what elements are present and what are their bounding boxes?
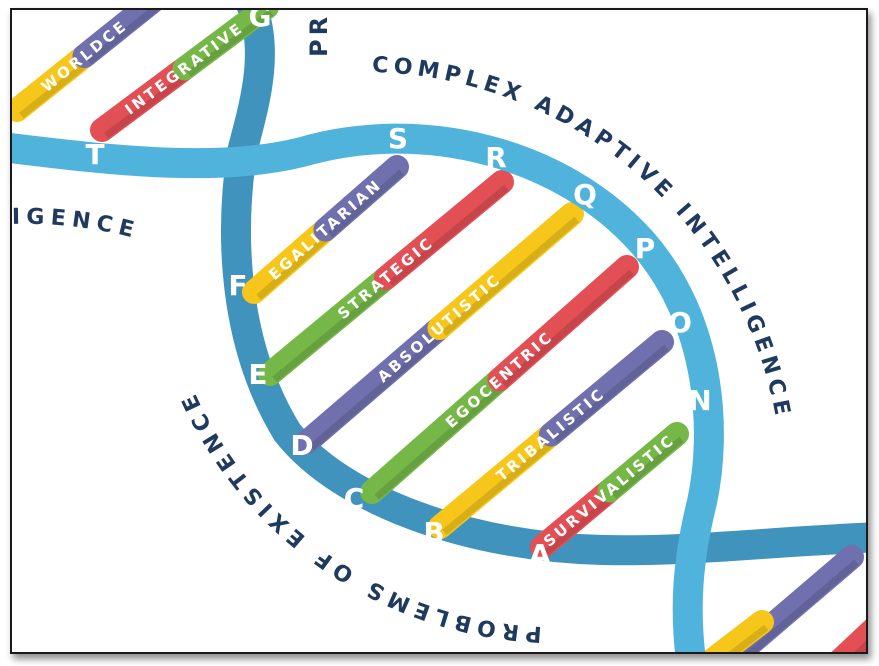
strand-letter-f: F xyxy=(228,269,247,302)
dna-helix-diagram: SURVIVALISTICTRIBALISTICEGOCENTRICABSOLU… xyxy=(12,8,866,652)
strand-letter-e: E xyxy=(248,358,267,391)
rung-segment-yellow xyxy=(428,422,563,539)
strand-letter-c: C xyxy=(344,482,365,515)
strand-letter-p: P xyxy=(635,232,656,265)
igence-fragment-label: IGENCE xyxy=(12,205,142,245)
rung-shade xyxy=(186,10,274,77)
rung-segment-yellow xyxy=(12,44,97,122)
rung-shade xyxy=(441,216,579,336)
rung-segment-purple xyxy=(539,330,674,447)
rung-segment-red xyxy=(90,56,197,142)
rung-shade xyxy=(327,169,404,238)
rung-shade xyxy=(309,330,447,450)
rung-segment-red xyxy=(831,619,866,652)
rung-label: ABSOLUTISTIC xyxy=(374,270,505,386)
bottom-rung-1 xyxy=(703,610,774,652)
rung-d: ABSOLUTISTIC xyxy=(295,202,584,454)
rung-shade xyxy=(854,640,866,652)
rung-shade xyxy=(388,184,509,287)
rung-label: SURVIVALISTIC xyxy=(540,430,679,550)
rung-shade xyxy=(728,624,769,652)
strand-letter-b: B xyxy=(423,516,444,549)
rung-label: WORLDCE xyxy=(38,16,131,96)
rung-e: STRATEGIC xyxy=(258,170,514,386)
rung-label: EGALITARIAN xyxy=(265,175,385,284)
rung-segment-yellow xyxy=(427,202,584,340)
helix-back-strand xyxy=(221,10,866,566)
strand-letter-a: A xyxy=(529,538,551,571)
rung-segment-red xyxy=(530,478,622,559)
rung-label: TRIBALISTIC xyxy=(493,384,609,485)
rung-segment-green xyxy=(597,422,689,503)
rung-shade xyxy=(104,71,191,139)
rung-segment-green xyxy=(172,10,279,81)
rung-shade xyxy=(553,344,669,443)
bottom-rung-2 xyxy=(831,619,866,652)
rung-segment-purple xyxy=(295,316,452,454)
strand-letter-t: T xyxy=(85,138,104,171)
rung-segment-purple xyxy=(313,155,409,242)
rung-label: EGOCENTRIC xyxy=(442,327,557,431)
rung-segment-yellow xyxy=(703,610,774,652)
rung-segment-red xyxy=(374,170,514,290)
strand-letter-o: O xyxy=(668,306,692,339)
rung-shade xyxy=(256,232,333,300)
strand-letter-n: N xyxy=(688,384,711,417)
rung-label: STRATEGIC xyxy=(334,233,437,323)
rung-shade xyxy=(86,10,159,65)
rung-segment-red xyxy=(487,255,639,392)
strand-letter-q: Q xyxy=(573,178,597,211)
rung-shade xyxy=(19,58,92,119)
strand-letter-g: G xyxy=(249,8,272,33)
strand-letter-r: R xyxy=(485,141,507,174)
rung-shade xyxy=(746,559,859,652)
rung-shade xyxy=(544,493,617,556)
pr-fragment-label: PR xyxy=(305,13,333,57)
rung-shade xyxy=(611,436,684,499)
rung-shade xyxy=(442,437,558,536)
rung-segment-green xyxy=(258,266,398,386)
helix-front-strand xyxy=(12,123,724,652)
rung-b: TRIBALISTIC xyxy=(428,330,674,539)
strand-letter-s: S xyxy=(388,122,408,155)
rung-segment-yellow xyxy=(242,217,338,304)
rung-label: INTEGRATIVE xyxy=(122,18,248,118)
rung-segment-purple xyxy=(72,10,161,68)
rung-shade xyxy=(501,269,634,388)
strand-letters: A B CD E F N O P Q R S T G xyxy=(85,8,711,571)
problems-of-existence-label: PROBLEMS OF EXISTENCE xyxy=(175,385,542,646)
strand-letter-d: D xyxy=(290,429,313,462)
rung-segment-green xyxy=(360,367,512,504)
rung-shade xyxy=(272,280,393,383)
rung-shade xyxy=(374,382,507,500)
rung-a: SURVIVALISTIC xyxy=(530,422,689,559)
